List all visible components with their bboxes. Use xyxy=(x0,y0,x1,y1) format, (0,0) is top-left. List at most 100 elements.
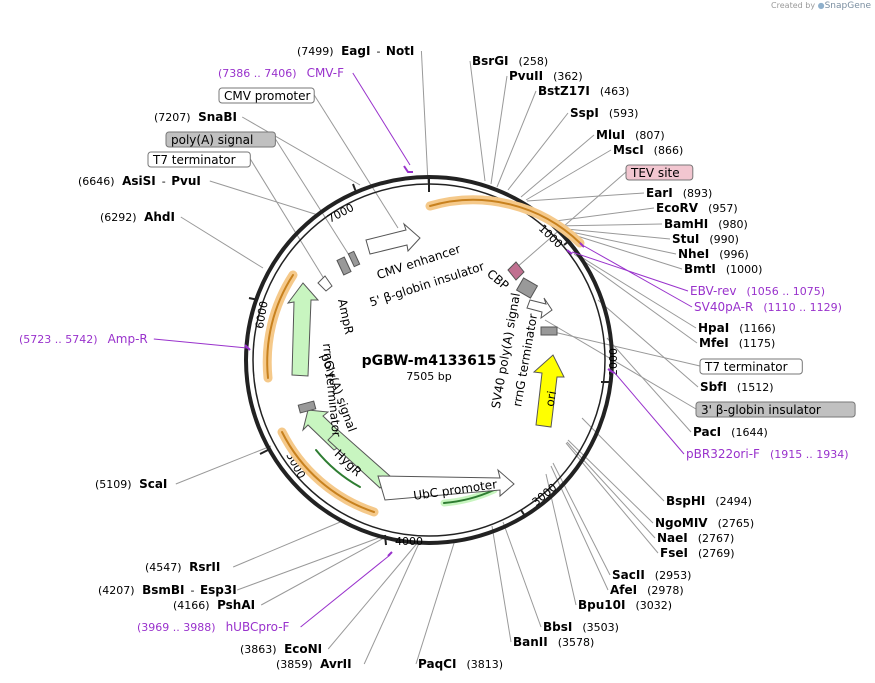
site-position: (866) xyxy=(654,144,684,157)
site-name: AfeI xyxy=(610,583,637,597)
feature-box-label: TEV site xyxy=(625,164,694,181)
feature-box-label: poly(A) signal xyxy=(165,131,276,148)
site-position: (3503) xyxy=(582,621,619,634)
site-label: (3859) AvrII xyxy=(276,657,352,671)
site-ecorv: EcoRV(957) xyxy=(656,201,738,215)
primer-label: SV40pA-R (1110 .. 1129) xyxy=(694,300,842,314)
feature-box-text: TEV site xyxy=(630,166,680,180)
label-ampr: AmpR xyxy=(335,298,356,336)
primer-range: (1915 .. 1934) xyxy=(770,448,849,461)
site-position: (2953) xyxy=(655,569,692,582)
site-leader xyxy=(260,537,385,606)
site-name: SnaBI xyxy=(198,110,237,124)
site-bsphi: BspHI(2494) xyxy=(666,494,752,508)
arc-hygr-inner xyxy=(315,449,361,488)
primer-name: hUBCpro-F xyxy=(226,620,290,634)
site-label: PvuII (362) xyxy=(509,69,583,83)
site-label: BsrGI(258) xyxy=(472,54,548,68)
site-leader xyxy=(420,50,429,184)
site-leader xyxy=(606,337,692,433)
site-label: EcoRV(957) xyxy=(656,201,738,215)
feature-box-label: T7 terminator xyxy=(699,358,803,375)
site-label: (7207) SnaBI xyxy=(154,110,237,124)
outer-feature-arcs xyxy=(262,195,585,517)
site-avrii: (3859) AvrII xyxy=(276,657,352,671)
site-position: (1644) xyxy=(731,426,768,439)
primer-sv40pa-r: SV40pA-R (1110 .. 1129) xyxy=(583,245,842,314)
site-asisi: (6646) AsiSI- PvuI xyxy=(78,174,201,188)
feature-box-label: 3' β-globin insulator xyxy=(695,401,856,418)
primer-range: (5723 .. 5742) xyxy=(19,333,98,346)
site-position: (463) xyxy=(600,85,630,98)
site-position: (4166) xyxy=(173,599,213,612)
primer-cmv-f: (7386 .. 7406)CMV-F xyxy=(218,66,411,166)
site-leader xyxy=(555,227,671,240)
snapgene-credit: Created by ●SnapGene xyxy=(771,1,871,11)
site-position: (893) xyxy=(683,187,713,200)
site-name: EagI xyxy=(341,44,370,58)
site-name: RsrII xyxy=(189,560,220,574)
site-name: MluI xyxy=(596,128,625,142)
site-label: BstZ17I (463) xyxy=(538,84,629,98)
site-position: (990) xyxy=(709,233,739,246)
globin-insulator-box-2 xyxy=(347,250,361,268)
site-name: BstZ17I xyxy=(538,84,590,98)
site-name: Bpu10I xyxy=(578,598,625,612)
site-position: (7499) xyxy=(297,45,337,58)
feature-box-text: CMV promoter xyxy=(224,89,311,103)
site-msci: MscI(866) xyxy=(613,143,683,157)
site-label: SacII(2953) xyxy=(612,568,691,582)
credit-brand: SnapGene xyxy=(824,1,871,11)
globin-insulator-box xyxy=(336,256,352,276)
site-leader xyxy=(237,536,382,591)
site-labels: (7499) EagI- NotIBsrGI(258)PvuII(362)Bst… xyxy=(19,44,856,671)
site-position: (1000) xyxy=(726,263,763,276)
site-bbsi: BbsI(3503) xyxy=(543,620,619,634)
site-leader xyxy=(520,134,595,198)
site-leader xyxy=(415,539,456,665)
site-position: (1175) xyxy=(739,337,776,350)
site-label: Bpu10I(3032) xyxy=(578,598,672,612)
site-name: MfeI xyxy=(699,336,729,350)
primer-name: CMV-F xyxy=(307,66,345,80)
site-position: (3863) xyxy=(240,643,280,656)
site-position: (4547) xyxy=(145,561,185,574)
site-sspi: SspI(593) xyxy=(570,106,638,120)
site-label: NaeI(2767) xyxy=(657,531,734,545)
site-name: NgoMIV xyxy=(655,516,708,530)
primer-name: pBR322ori-F xyxy=(686,447,760,461)
site-name: BamHI xyxy=(664,217,708,231)
site-leader xyxy=(556,228,677,255)
site-position: (362) xyxy=(553,70,583,83)
site-name: BmtI xyxy=(684,262,716,276)
site-hpai: HpaI(1166) xyxy=(698,321,776,335)
site-name: SspI xyxy=(570,106,599,120)
site-econi: (3863) EcoNI xyxy=(240,642,322,656)
rrng-right-box xyxy=(540,326,558,336)
site-name: PvuII xyxy=(509,69,543,83)
site-name: StuI xyxy=(672,232,699,246)
site-leader xyxy=(507,112,569,191)
site-label: SspI(593) xyxy=(570,106,638,120)
primer-name: SV40pA-R xyxy=(694,300,753,314)
site-position: (980) xyxy=(718,218,748,231)
site-position: (1166) xyxy=(739,322,776,335)
tick-5000 xyxy=(259,449,269,455)
site-banii: BanII(3578) xyxy=(513,635,594,649)
polya-left-box xyxy=(297,400,317,414)
primer-marker-cmv-f xyxy=(403,165,413,173)
site-position: (3859) xyxy=(276,658,316,671)
primer-name: Amp-R xyxy=(108,332,148,346)
site-bpu10i: Bpu10I(3032) xyxy=(578,598,672,612)
feature-box-text: T7 terminator xyxy=(152,153,236,167)
primer-range: (1110 .. 1129) xyxy=(763,301,842,314)
primer-label: EBV-rev(1056 .. 1075) xyxy=(690,284,825,298)
site-label: (4207) BsmBI- Esp3I xyxy=(98,583,237,597)
site-label: (4166) PshAI xyxy=(173,598,255,612)
site-position: (807) xyxy=(635,129,665,142)
site-label: BanII(3578) xyxy=(513,635,594,649)
primer-label: (7386 .. 7406)CMV-F xyxy=(218,66,344,80)
site-leader xyxy=(469,60,486,182)
site-bsmbi: (4207) BsmBI- Esp3I xyxy=(98,583,237,597)
